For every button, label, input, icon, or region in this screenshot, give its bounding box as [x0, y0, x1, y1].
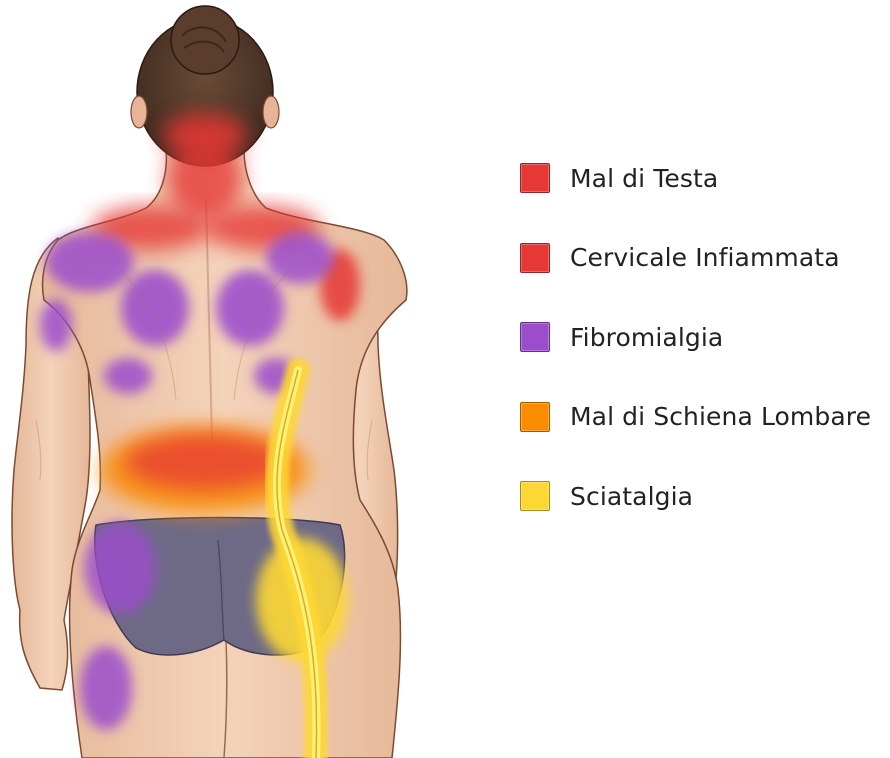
- legend-swatch-red: [520, 243, 550, 273]
- legend-item-sciatalgia: Sciatalgia: [520, 476, 871, 516]
- zone-fibro-left-arm: [40, 299, 72, 351]
- legend-label: Fibromialgia: [570, 323, 723, 352]
- zone-fibro-right-shoulder: [266, 232, 334, 284]
- left-ear: [131, 96, 147, 128]
- legend-swatch-red: [520, 163, 550, 193]
- legend: Mal di Testa Cervicale Infiammata Fibrom…: [520, 158, 871, 556]
- zone-neck: [167, 140, 243, 220]
- zone-lumbar-core: [125, 434, 285, 490]
- human-back-figure: [0, 0, 480, 758]
- legend-item-fibromialgia: Fibromialgia: [520, 317, 871, 357]
- legend-item-mal-di-testa: Mal di Testa: [520, 158, 871, 198]
- legend-label: Mal di Schiena Lombare: [570, 402, 871, 431]
- legend-label: Sciatalgia: [570, 482, 693, 511]
- legend-swatch-orange: [520, 402, 550, 432]
- legend-swatch-purple: [520, 322, 550, 352]
- legend-label: Mal di Testa: [570, 164, 718, 193]
- legend-item-cervicale-infiammata: Cervicale Infiammata: [520, 238, 871, 278]
- right-ear: [263, 96, 279, 128]
- zone-fibro-left-thigh: [80, 646, 132, 730]
- zone-fibro-left-mid-back: [104, 358, 152, 394]
- zone-fibro-left-hip: [84, 522, 156, 614]
- legend-swatch-yellow: [520, 481, 550, 511]
- hair-bun: [171, 6, 239, 74]
- zone-fibro-right-scapula: [216, 270, 284, 346]
- legend-label: Cervicale Infiammata: [570, 243, 840, 272]
- zone-fibro-left-shoulder: [46, 232, 134, 292]
- zone-fibro-left-scapula: [121, 270, 189, 346]
- legend-item-mal-di-schiena-lombare: Mal di Schiena Lombare: [520, 397, 871, 437]
